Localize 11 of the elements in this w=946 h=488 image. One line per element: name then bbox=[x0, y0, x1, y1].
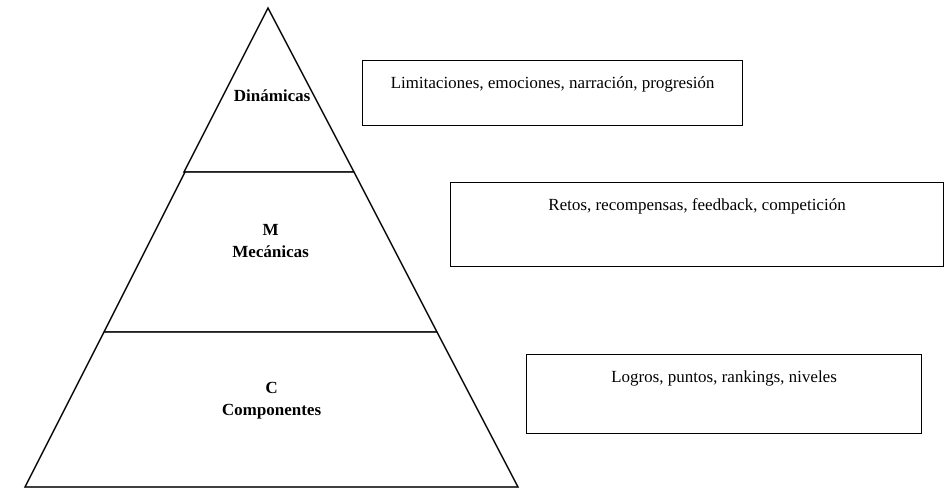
level-label: Componentes bbox=[220, 400, 322, 420]
level-label: Dinámicas bbox=[232, 86, 312, 106]
description-box bbox=[362, 60, 743, 126]
description-text: Limitaciones, emociones, narración, progresión bbox=[390, 73, 714, 92]
level-label: C bbox=[264, 378, 279, 398]
level-label: M bbox=[261, 220, 280, 240]
description-text: Logros, puntos, rankings, niveles bbox=[611, 367, 837, 386]
description-text: Retos, recompensas, feedback, competición bbox=[548, 195, 846, 214]
description-box bbox=[526, 354, 922, 434]
level-label: Mecánicas bbox=[231, 242, 310, 262]
description-box bbox=[450, 182, 944, 267]
